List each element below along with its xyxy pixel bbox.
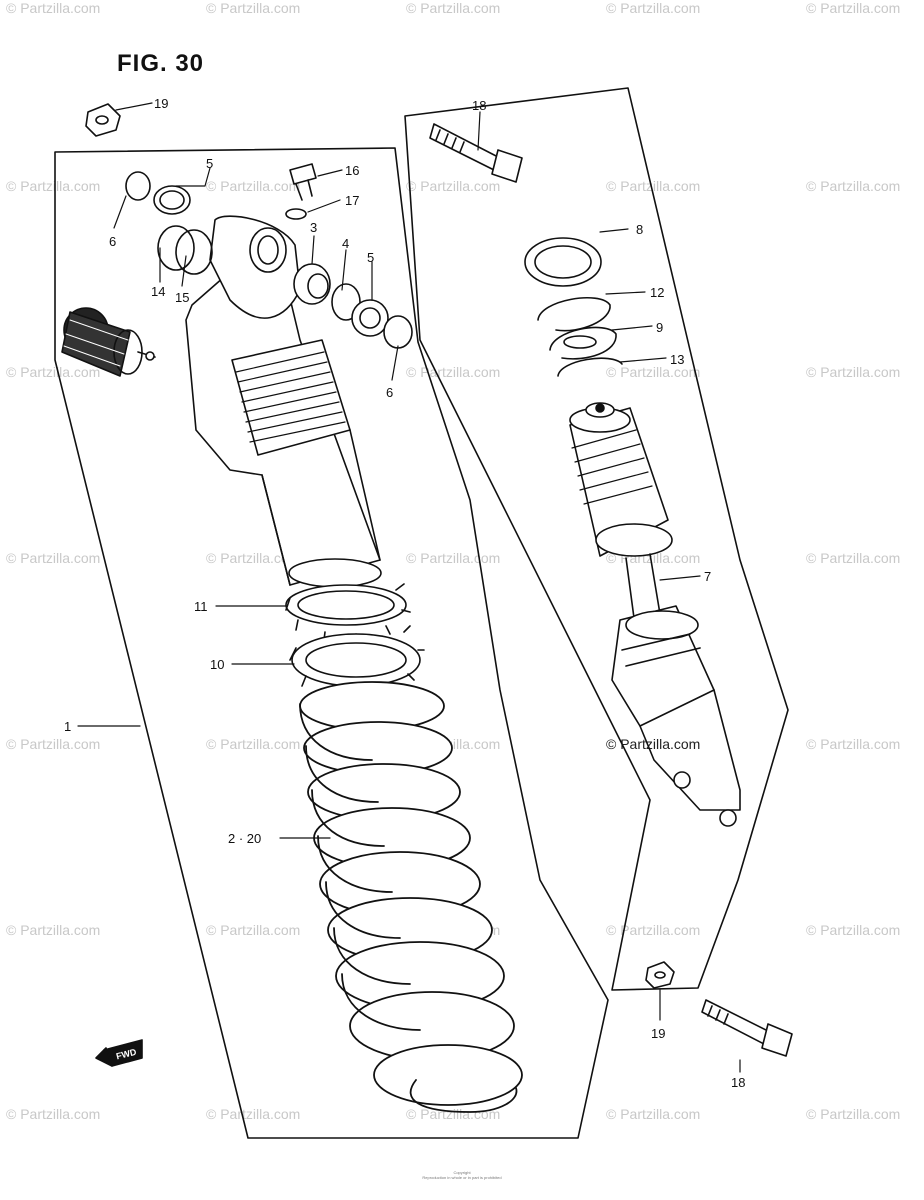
- bolt-16: [285, 163, 317, 220]
- callout-11: 11: [194, 599, 208, 614]
- watermark: © Partzilla.com: [806, 922, 901, 938]
- watermark: © Partzilla.com: [6, 178, 101, 194]
- watermark: © Partzilla.com: [406, 178, 501, 194]
- watermark: © Partzilla.com: [206, 0, 301, 16]
- callout-8: 8: [636, 222, 643, 237]
- watermark: © Partzilla.com: [806, 178, 901, 194]
- callout-17: 17: [345, 193, 359, 208]
- watermark: © Partzilla.com: [206, 922, 301, 938]
- watermark: © Partzilla.com: [6, 922, 101, 938]
- lock-nut: [285, 583, 411, 643]
- callout-19-bottom: 19: [651, 1026, 665, 1041]
- watermark: © Partzilla.com: [806, 1106, 901, 1122]
- nut-bottom: [645, 961, 675, 989]
- callout-13: 13: [670, 352, 684, 367]
- figure-title: FIG. 30: [117, 50, 205, 77]
- watermark: © Partzilla.com: [606, 1106, 701, 1122]
- copyright-line-1: Copyright: [453, 1170, 471, 1175]
- nut-top: [85, 103, 121, 137]
- damper-rod-assembly: [569, 402, 741, 827]
- watermark: © Partzilla.com: [406, 550, 501, 566]
- watermark: © Partzilla.com: [206, 550, 301, 566]
- fwd-label: FWD: [115, 1047, 138, 1062]
- copyright-notice: Copyright Reproduction in whole or in pa…: [400, 1170, 524, 1180]
- callout-5-left: 5: [206, 156, 213, 171]
- callout-15: 15: [175, 290, 189, 305]
- watermark: © Partzilla.com: [806, 736, 901, 752]
- watermark: © Partzilla.com: [206, 736, 301, 752]
- watermark: © Partzilla.com: [606, 0, 701, 16]
- spring-seats: [524, 237, 623, 377]
- callout-18-bottom: 18: [731, 1075, 745, 1090]
- callout-7: 7: [704, 569, 711, 584]
- watermark-dark: © Partzilla.com: [606, 736, 701, 752]
- callout-14: 14: [151, 284, 165, 299]
- leader-lines: [77, 102, 741, 1073]
- watermark: © Partzilla.com: [6, 0, 101, 16]
- watermark: © Partzilla.com: [406, 0, 501, 16]
- bolt-bottom: [701, 999, 793, 1057]
- shock-body: [185, 215, 382, 588]
- watermark: © Partzilla.com: [806, 550, 901, 566]
- watermark: © Partzilla.com: [806, 364, 901, 380]
- watermark: © Partzilla.com: [6, 736, 101, 752]
- reservoir-cap: [61, 307, 156, 377]
- watermark: © Partzilla.com: [606, 922, 701, 938]
- watermark: © Partzilla.com: [6, 550, 101, 566]
- callout-1: 1: [64, 719, 71, 734]
- watermark: © Partzilla.com: [206, 178, 301, 194]
- assembly-outline: [54, 147, 609, 1139]
- fwd-arrow-icon: [95, 1039, 143, 1067]
- watermark: © Partzilla.com: [606, 364, 701, 380]
- callout-5-right: 5: [367, 250, 374, 265]
- callout-6-right: 6: [386, 385, 393, 400]
- callout-4: 4: [342, 236, 349, 251]
- callout-3: 3: [310, 220, 317, 235]
- callout-2-20: 2 · 20: [228, 831, 261, 846]
- callout-18-top: 18: [472, 98, 486, 113]
- watermark: © Partzilla.com: [6, 364, 101, 380]
- right-bushings: [293, 263, 413, 349]
- top-bushings: [125, 171, 213, 275]
- callout-16: 16: [345, 163, 359, 178]
- callout-10: 10: [210, 657, 224, 672]
- coil-spring: [299, 681, 523, 1113]
- damper-rod-outline: [404, 87, 789, 991]
- callout-6-left: 6: [109, 234, 116, 249]
- watermark: © Partzilla.com: [806, 0, 901, 16]
- watermark: © Partzilla.com: [406, 1106, 501, 1122]
- watermark: © Partzilla.com: [6, 1106, 101, 1122]
- watermark: © Partzilla.com: [206, 1106, 301, 1122]
- watermark: © Partzilla.com: [606, 178, 701, 194]
- callout-12: 12: [650, 285, 664, 300]
- callout-9: 9: [656, 320, 663, 335]
- copyright-line-2: Reproduction in whole or in part is proh…: [422, 1175, 502, 1180]
- bolt-top: [429, 123, 523, 183]
- callout-19-top: 19: [154, 96, 168, 111]
